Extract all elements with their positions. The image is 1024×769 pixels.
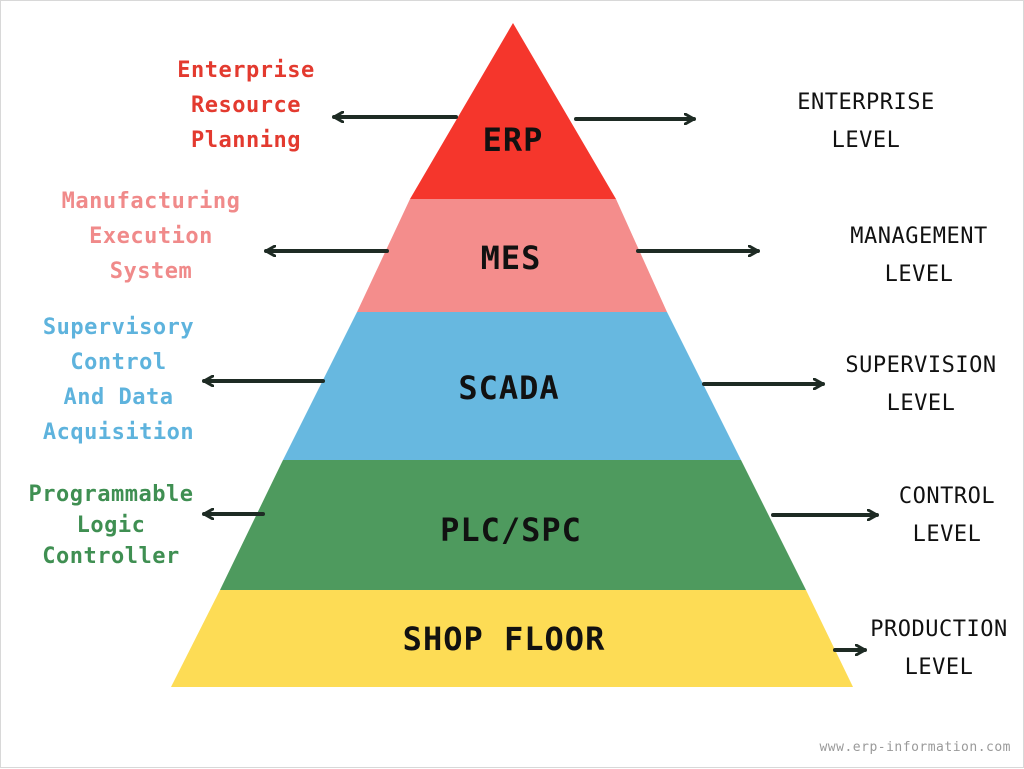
scada-description-line: And Data bbox=[63, 385, 174, 410]
shop-floor-level-line: LEVEL bbox=[904, 655, 974, 680]
tier-mes-name: MES bbox=[480, 239, 542, 277]
mes-description: Manufacturing Execution System bbox=[43, 184, 259, 289]
tier-scada-shape bbox=[283, 312, 741, 460]
mes-description-line: Manufacturing bbox=[61, 189, 241, 214]
tier-plc-spc-shape bbox=[220, 460, 806, 590]
mes-description-line: System bbox=[109, 259, 193, 284]
tier-scada-name: SCADA bbox=[458, 369, 560, 407]
tier-erp-shape bbox=[410, 23, 616, 199]
plc-spc-description-line: Programmable bbox=[28, 482, 194, 507]
tier-mes-shape bbox=[357, 199, 667, 312]
plc-spc-description-line: Controller bbox=[42, 544, 180, 569]
scada-description-line: Supervisory bbox=[42, 315, 195, 340]
erp-description-line: Planning bbox=[191, 128, 301, 153]
tier-plc-spc-name: PLC/SPC bbox=[440, 511, 582, 549]
plc-spc-description-line: Logic bbox=[76, 513, 146, 538]
tier-erp-name: ERP bbox=[482, 121, 544, 159]
plc-spc-level-label: CONTROL LEVEL bbox=[869, 478, 1024, 554]
scada-description-line: Control bbox=[70, 350, 167, 375]
shop-floor-level-label: PRODUCTION LEVEL bbox=[853, 611, 1024, 687]
plc-spc-level-line: CONTROL bbox=[898, 484, 996, 509]
erp-description-line: Enterprise bbox=[177, 58, 315, 83]
scada-level-label: SUPERVISION LEVEL bbox=[819, 347, 1023, 423]
plc-spc-level-line: LEVEL bbox=[912, 522, 982, 547]
shop-floor-level-line: PRODUCTION bbox=[870, 617, 1008, 642]
plc-spc-description: Programmable Logic Controller bbox=[11, 479, 211, 572]
erp-description-line: Resource bbox=[191, 93, 301, 118]
scada-description-line: Acquisition bbox=[42, 420, 195, 445]
mes-level-line: MANAGEMENT bbox=[850, 224, 988, 249]
mes-description-line: Execution bbox=[89, 224, 213, 249]
scada-level-line: SUPERVISION bbox=[845, 353, 997, 378]
erp-level-line: LEVEL bbox=[831, 128, 901, 153]
scada-description: Supervisory Control And Data Acquisition bbox=[26, 310, 211, 450]
tier-shop-floor-shape bbox=[171, 590, 853, 687]
watermark: www.erp-information.com bbox=[819, 740, 1011, 755]
mes-level-line: LEVEL bbox=[884, 262, 954, 287]
tier-shop-floor-name: SHOP FLOOR bbox=[402, 620, 606, 658]
erp-description: Enterprise Resource Planning bbox=[158, 53, 334, 158]
mes-level-label: MANAGEMENT LEVEL bbox=[819, 218, 1019, 294]
erp-level-line: ENTERPRISE bbox=[797, 90, 935, 115]
erp-level-label: ENTERPRISE LEVEL bbox=[761, 84, 971, 160]
scada-level-line: LEVEL bbox=[886, 391, 956, 416]
